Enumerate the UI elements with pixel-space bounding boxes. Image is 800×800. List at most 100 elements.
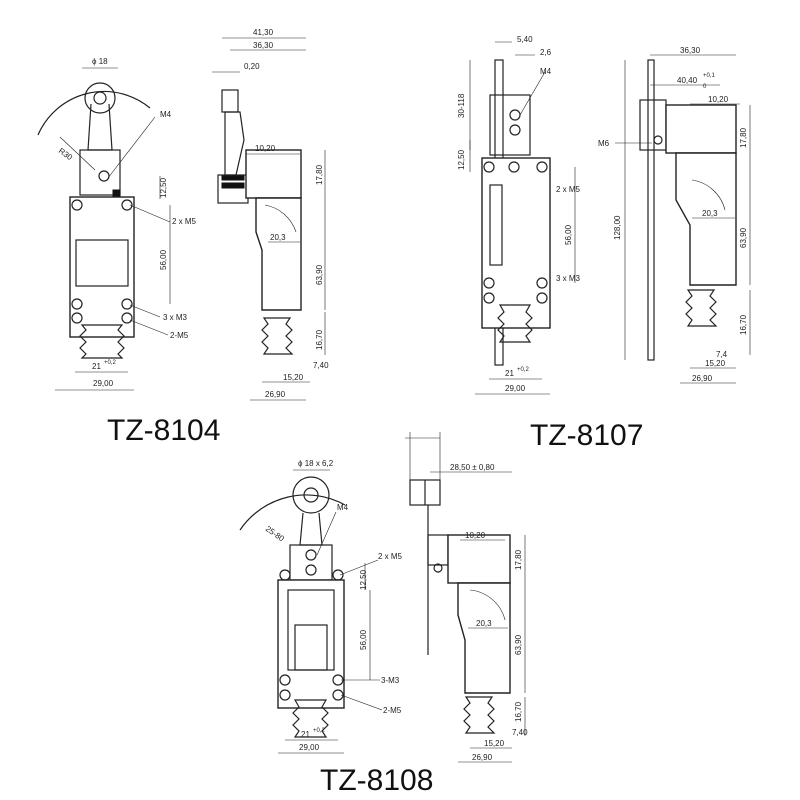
tz8104-label-0-20: 0,20: [244, 62, 260, 71]
tz8108-screw-br: [332, 689, 344, 701]
tz8104-side-roller: [221, 89, 239, 113]
tz8107-label-21: 21: [505, 369, 514, 378]
tz8108-label-17-80: 17,80: [514, 549, 523, 570]
tz8104-side-clamp-a: [221, 174, 245, 181]
tz8107-side-rod: [647, 59, 655, 361]
tz8107-label-10-20: 10,20: [708, 95, 729, 104]
tz8108-label-21: 21: [301, 730, 310, 739]
tz8104-swing-arc: [37, 90, 151, 136]
tz8107-label-12-50: 12,50: [457, 149, 466, 170]
tz8107-side-gland: [685, 289, 718, 327]
tz8107-screw-bl: [483, 292, 495, 304]
tz8107-rod-clamp: [489, 94, 531, 156]
tz8108-leader-m4: [316, 511, 337, 556]
tz8104-label-63-90: 63,90: [315, 264, 324, 285]
tz8107-hole-tl: [483, 161, 495, 173]
tz8104-label-2m5: 2-M5: [170, 331, 189, 340]
tz8104-label-41-30: 41,30: [253, 28, 274, 37]
tz8108-roller: [292, 476, 330, 514]
tz8104-window: [75, 239, 129, 287]
tz8107-hole-tr: [536, 161, 548, 173]
tz8108-leader-2xm5: [339, 559, 379, 576]
tz8107-screw-br: [536, 292, 548, 304]
tz8107-label-36-30: 36,30: [680, 46, 701, 55]
tz8104-label-r30: R30: [57, 146, 75, 162]
tz8108-label-2m5: 2-M5: [383, 706, 402, 715]
tz8104-side-arc: [264, 204, 297, 233]
tz8104-leader-2xm5: [129, 204, 171, 223]
tz8107-label-3xm3: 3 x M3: [556, 274, 581, 283]
tz8104-screw-bl: [71, 312, 83, 324]
tz8108-side-view: 28,50 ± 0,80 10,20 17,80 20,3 63,90 16,7…: [405, 432, 528, 763]
tz8108-hole-tr: [332, 569, 344, 581]
tz8108-hole-tl: [279, 569, 291, 581]
tz8108-label-2xm5: 2 x M5: [378, 552, 403, 561]
tz8108-side-screw: [433, 563, 443, 573]
tz8108-leader-2m5: [340, 694, 383, 711]
tz8108-screw-bl: [279, 689, 291, 701]
tz8104-side-clamp-b: [221, 182, 245, 189]
tz8108-label-roller-dia: ϕ 18 x 6,2: [298, 459, 334, 468]
tz8107-label-40-40-tol: +0,1: [703, 73, 716, 79]
tz8107-hole-bl: [483, 277, 495, 289]
tz8104-label-12-50: 12,50: [159, 177, 168, 198]
tz8104-label-29: 29,00: [93, 379, 114, 388]
tz8108-label-3m3: 3-M3: [381, 676, 400, 685]
tz8104-housing: [69, 196, 135, 338]
tz8107-label-5-40: 5,40: [517, 35, 533, 44]
tz8104-roller-hub: [93, 91, 107, 105]
tz8108-gland: [292, 699, 329, 738]
tz8104-label-56: 56,00: [159, 249, 168, 270]
tz8104-mount-hole-bl: [71, 298, 83, 310]
tz8104-label-17-80: 17,80: [315, 164, 324, 185]
tz8107-label-20-3: 20,3: [702, 209, 718, 218]
tz8104-label-15-20: 15,20: [283, 373, 304, 382]
tz8108-side-head: [447, 534, 511, 584]
tz8104-lever-base: [79, 149, 121, 196]
tz8107-label-128: 128,00: [613, 215, 622, 240]
tz8104-label-20-3: 20,3: [270, 233, 286, 242]
tz8104-side-lever: [224, 111, 245, 176]
tz8108-lever-screw-b: [305, 564, 317, 576]
tz8108-label-26-90: 26,90: [472, 753, 493, 762]
tz8107-side-view: 36,30 40,40 +0,1 0 10,20 M6 128,00 17,80…: [598, 46, 751, 384]
tz8107-side-screw: [653, 135, 663, 145]
tz8104-side-head: [245, 149, 302, 199]
tz8108-housing: [277, 579, 345, 709]
tz8108-front-view: ϕ 18 x 6,2 M4 25-80 2 x M5 12,50 56,00 3…: [239, 459, 403, 754]
tz8104-mount-hole-br: [121, 298, 133, 310]
tz8107-label-29: 29,00: [505, 384, 526, 393]
tz8107-gland: [497, 304, 533, 343]
tz8107-label-16-70: 16,70: [739, 314, 748, 335]
tz8108-swing-arc: [239, 494, 346, 531]
tz8108-side-arc: [469, 589, 506, 621]
tz8108-lever-arm: [299, 512, 323, 546]
tz8108-label-21-tol: +0,2: [313, 728, 326, 734]
tz8107-clamp-screw-b: [509, 124, 521, 136]
tz8104-mount-hole-tr: [121, 199, 133, 211]
tz8107-label-63-90: 63,90: [739, 227, 748, 248]
tz8104-mount-hole-tl: [71, 199, 83, 211]
tz8104-label-7-40: 7,40: [313, 361, 329, 370]
tz8108-label-29: 29,00: [299, 743, 320, 752]
tz8107-label-40-40: 40,40: [677, 76, 698, 85]
model-label-tz8104: TZ-8104: [107, 414, 220, 447]
tz8108-label-15-20: 15,20: [484, 739, 505, 748]
tz8108-label-radius: 25-80: [264, 524, 286, 543]
tz8104-leader-m4: [107, 116, 156, 179]
tz8104-lever-screw: [98, 170, 110, 182]
tz8107-leader-m4: [519, 71, 546, 116]
tz8107-hole-tc: [508, 161, 520, 173]
tz8107-label-21-tol: +0,2: [517, 367, 530, 373]
tz8108-window: [294, 624, 328, 671]
tz8108-side-clamp: [427, 534, 449, 566]
tz8107-slot: [489, 184, 503, 266]
tz8107-label-7-4: 7,4: [716, 350, 728, 359]
tz8107-clamp-screw-a: [509, 109, 521, 121]
tz8104-label-2xm5: 2 x M5: [172, 217, 197, 226]
tz8104-label-16-70: 16,70: [315, 329, 324, 350]
tz8104-roller: [84, 82, 116, 114]
tz8108-hole-bl: [279, 674, 291, 686]
tz8104-front-view: ϕ 18 M4 R30 12,50 2 x M5 56,00 3 x M3 2-…: [37, 57, 197, 391]
